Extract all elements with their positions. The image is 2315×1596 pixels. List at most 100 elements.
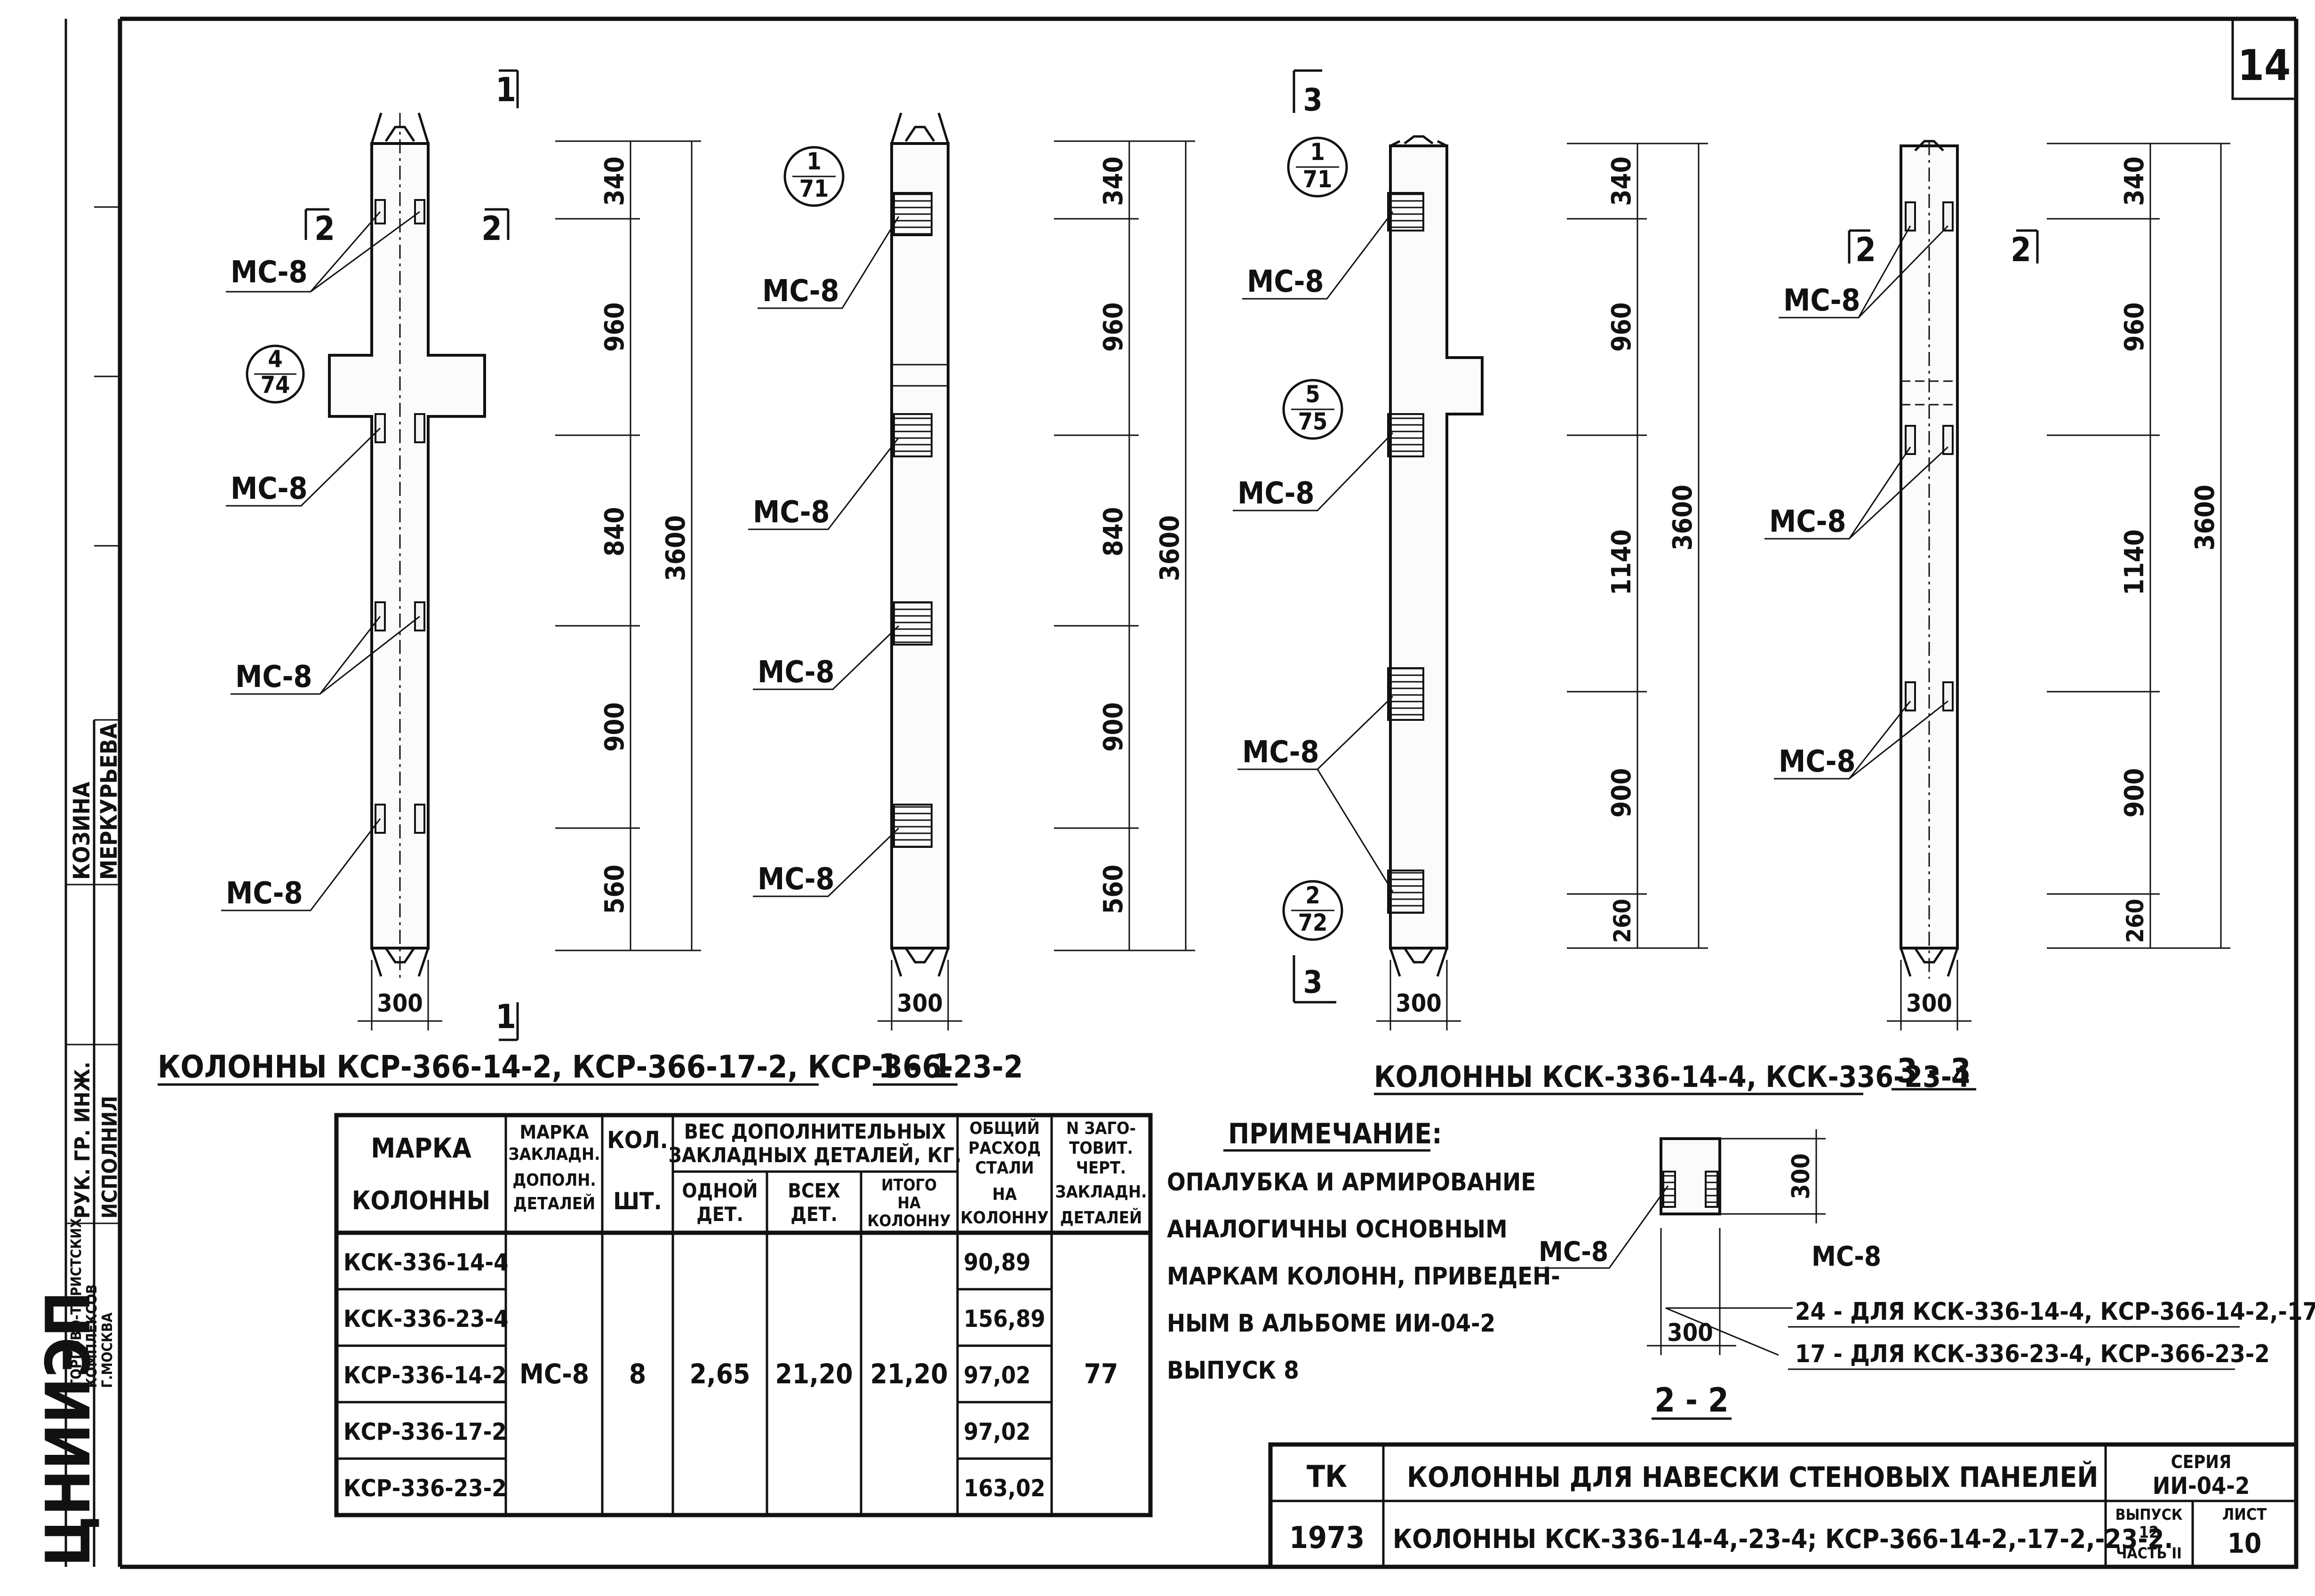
column-view-3: 3 3 1 71 5 75 2 72 МС-8 МС-8 МС-8 340 96… [1233, 69, 1970, 1095]
th-all-2: ДЕТ. [790, 1203, 838, 1226]
v3-dim-5: 260 [1609, 899, 1636, 943]
v4-label-3: МС-8 [1779, 744, 1856, 779]
s22-label-left: МС-8 [1539, 1236, 1608, 1268]
v1-section-mark-top: 1 [495, 71, 516, 109]
stamp-name-2: МЕРКУРЬЕВА [96, 723, 122, 880]
s22-note-2: 17 - ДЛЯ КСК-336-23-4, КСР-366-23-2 [1795, 1340, 2270, 1368]
v4-dim-4: 900 [2119, 768, 2150, 817]
v2-caption: 1 - 1 [878, 1047, 952, 1085]
row-steel-1: 90,89 [964, 1249, 1030, 1276]
th-weight-2: ЗАКЛАДНЫХ ДЕТАЛЕЙ, КГ. [669, 1142, 962, 1167]
tb-series-label: СЕРИЯ [2171, 1452, 2231, 1472]
materials-table: МАРКА КОЛОННЫ МАРКА ЗАКЛАДН. ДОПОЛН. ДЕТ… [334, 1113, 1153, 1517]
th-embed-4: ДЕТАЛЕЙ [513, 1194, 595, 1213]
v4-dim-total: 3600 [2190, 485, 2220, 551]
s22-label-right: МС-8 [1812, 1240, 1881, 1272]
v3-dim-1: 340 [1606, 156, 1637, 206]
th-mark-2: КОЛОННЫ [352, 1186, 490, 1215]
th-weight-1: ВЕС ДОПОЛНИТЕЛЬНЫХ [684, 1120, 946, 1144]
v3-dim-4: 900 [1606, 768, 1637, 817]
th-steel-3: СТАЛИ [975, 1158, 1034, 1178]
v4-dim-3: 1140 [2119, 529, 2150, 595]
v3-label-3: МС-8 [1242, 735, 1319, 770]
th-embed-2: ЗАКЛАДН. [509, 1145, 600, 1164]
th-one-2: ДЕТ. [696, 1203, 743, 1226]
sheet-border [64, 16, 2299, 1569]
row-steel-4: 97,02 [964, 1418, 1030, 1445]
th-mark-1: МАРКА [371, 1132, 471, 1164]
v1-label-3: МС-8 [235, 660, 312, 694]
v2-width: 300 [897, 990, 943, 1018]
v1-callout-top: 4 [268, 345, 282, 373]
th-total-1: ИТОГО [881, 1176, 937, 1195]
v2-label-1: МС-8 [762, 274, 839, 309]
row-steel-2: 156,89 [964, 1305, 1046, 1333]
row-steel-3: 97,02 [964, 1362, 1030, 1389]
stamp-role-2: ИСПОЛНИЛ [98, 1096, 122, 1219]
note-line-5: ВЫПУСК 8 [1167, 1357, 1299, 1385]
stamp-org-note-1: ТОРГОВО-ТУРИСТСКИХ [68, 1218, 85, 1388]
v1-width: 300 [377, 990, 423, 1018]
tb-sheet-no: 10 [2227, 1527, 2262, 1559]
th-one-1: ОДНОЙ [682, 1179, 758, 1202]
v1-dim-2: 960 [599, 302, 630, 351]
v3-caption: КОЛОННЫ КСК-336-14-4, КСК-336-23-4 [1374, 1060, 1970, 1094]
v2-label-2: МС-8 [753, 495, 830, 530]
row-mark-2: КСК-336-23-4 [343, 1305, 508, 1333]
left-stamp: КОЗИНА МЕРКУРЬЕВА РУК. ГР. ИНЖ. ИСПОЛНИЛ… [32, 719, 122, 1567]
v2-callout-bottom: 71 [799, 175, 829, 202]
merged-one-det: 2,65 [690, 1358, 750, 1390]
v1-label-4: МС-8 [226, 876, 303, 911]
th-total-3: КОЛОННУ [867, 1212, 950, 1230]
tb-part: ЧАСТЬ II [2116, 1544, 2182, 1562]
tb-year: 1973 [1289, 1521, 1365, 1556]
row-steel-5: 163,02 [964, 1475, 1046, 1502]
th-drawing-1: N ЗАГО- [1066, 1119, 1136, 1138]
row-mark-3: КСР-336-14-2 [343, 1362, 507, 1389]
v2-dim-5: 560 [1098, 864, 1129, 914]
v1-dim-total: 3600 [661, 515, 691, 581]
v4-cut-mark-right: 2 [2011, 231, 2031, 269]
v1-dim-4: 900 [599, 702, 630, 751]
page-number: 14 [2238, 41, 2291, 90]
column-view-4: 2 2 МС-8 МС-8 МС-8 340 960 1140 900 260 … [1764, 140, 2230, 1091]
v3-callout3-top: 2 [1305, 882, 1320, 909]
s22-height: 300 [1787, 1153, 1815, 1199]
v3-section-mark-bottom: 3 [1303, 964, 1322, 1000]
th-all-1: ВСЕХ [788, 1179, 840, 1202]
v1-cut-mark-right: 2 [481, 209, 502, 248]
th-total-2: НА [897, 1194, 921, 1213]
v3-dim-total: 3600 [1668, 485, 1698, 551]
stamp-role-1: РУК. ГР. ИНЖ. [71, 1061, 95, 1219]
v3-dim-2: 960 [1606, 302, 1637, 351]
v1-cut-mark-left: 2 [314, 209, 335, 248]
v4-cut-mark-left: 2 [1855, 231, 1876, 269]
th-drawing-2: ТОВИТ. [1069, 1139, 1133, 1158]
th-drawing-4: ЗАКЛАДН. [1055, 1182, 1147, 1202]
th-steel-2: РАСХОД [968, 1139, 1041, 1158]
row-mark-5: КСР-336-23-2 [343, 1475, 507, 1502]
tb-title-1: КОЛОННЫ ДЛЯ НАВЕСКИ СТЕНОВЫХ ПАНЕЛЕЙ [1407, 1460, 2098, 1494]
v3-width: 300 [1396, 990, 1442, 1018]
v1-section-mark-bottom: 1 [495, 998, 516, 1036]
tb-series: ИИ-04-2 [2153, 1472, 2250, 1500]
v3-callout2-bottom: 75 [1298, 408, 1328, 435]
th-drawing-3: ЧЕРТ. [1076, 1158, 1126, 1178]
note-line-2: АНАЛОГИЧНЫ ОСНОВНЫМ [1167, 1215, 1508, 1244]
v1-caption: КОЛОННЫ КСР-366-14-2, КСР-366-17-2, КСР-… [158, 1049, 1023, 1085]
page-number-box: 14 [2231, 19, 2296, 100]
v2-dim-1: 340 [1098, 156, 1129, 206]
th-steel-4: НА [992, 1185, 1017, 1204]
th-qty-1: КОЛ. [607, 1126, 668, 1154]
column-view-1: 1 2 2 4 74 МС-8 МС-8 МС-8 МС-8 340 960 8… [158, 69, 1023, 1086]
v1-dim-3: 840 [599, 507, 630, 556]
v2-label-4: МС-8 [758, 862, 835, 897]
v1-callout-bottom: 74 [261, 371, 290, 399]
v2-callout-top: 1 [806, 148, 821, 175]
v4-width: 300 [1906, 990, 1952, 1018]
v4-dim-2: 960 [2119, 302, 2150, 351]
th-drawing-5: ДЕТАЛЕЙ [1060, 1208, 1142, 1228]
th-steel-1: ОБЩИЙ [969, 1118, 1039, 1138]
note-title: ПРИМЕЧАНИЕ: [1228, 1117, 1442, 1150]
